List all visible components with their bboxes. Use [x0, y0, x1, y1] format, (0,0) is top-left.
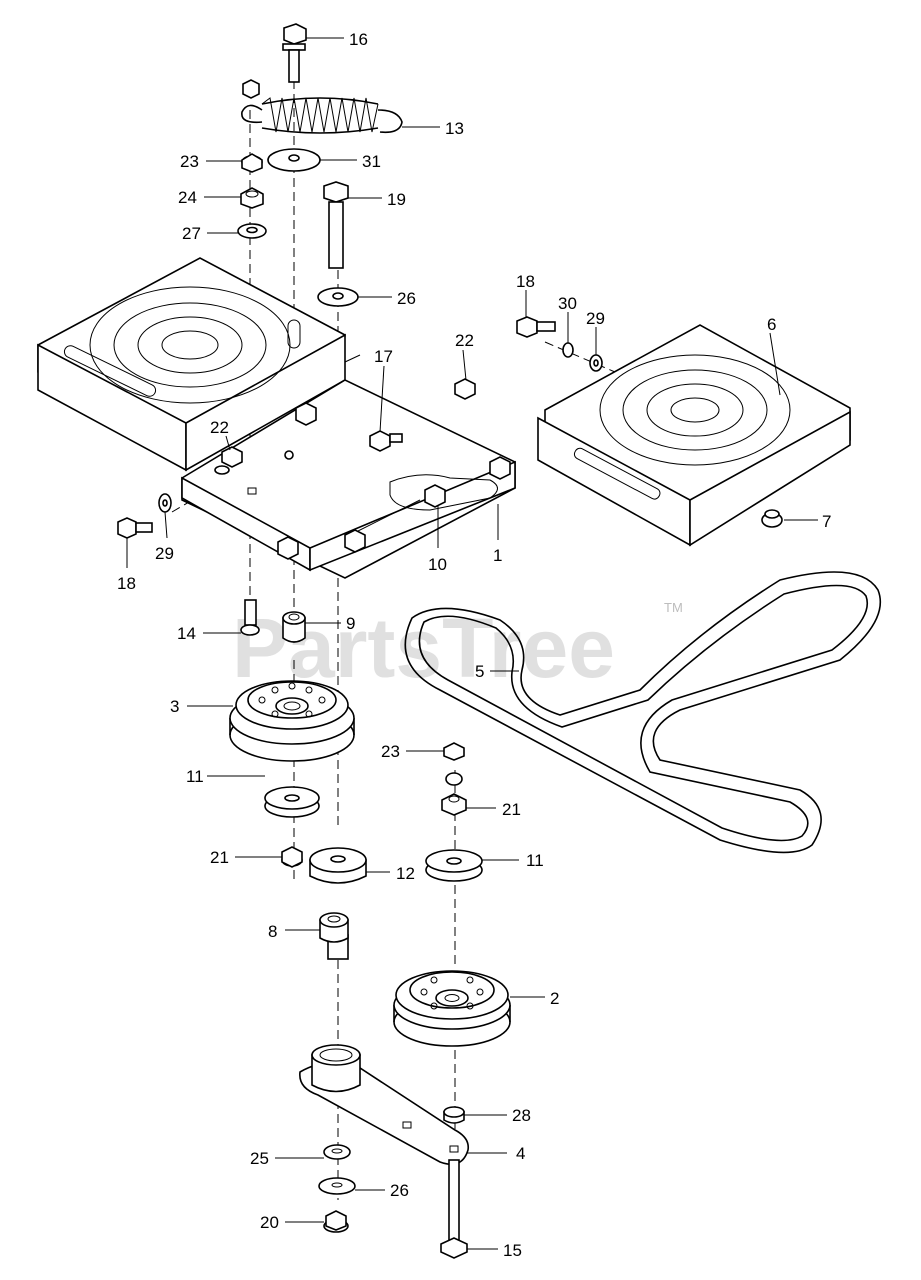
part-22-nut-right[interactable] [454, 378, 476, 400]
part-24-nut[interactable] [240, 187, 264, 209]
callout-11-right: 11 [526, 851, 544, 870]
part-8-shoulder-spacer[interactable] [319, 912, 349, 960]
callout-27: 27 [182, 224, 201, 243]
part-23-locknut-upper[interactable] [241, 153, 263, 173]
callout-29-left: 29 [155, 544, 174, 563]
callout-31: 31 [362, 152, 381, 171]
part-9-spacer[interactable] [282, 611, 306, 643]
callout-6: 6 [767, 315, 776, 334]
callout-8: 8 [268, 922, 277, 941]
callout-16: 16 [349, 30, 368, 49]
part-5-drive-belt[interactable] [404, 571, 882, 854]
part-29-washer-right[interactable] [589, 354, 603, 372]
part-30-lock-washer[interactable] [562, 342, 574, 358]
part-26-washer-upper[interactable] [317, 287, 359, 307]
callout-11-left: 11 [186, 767, 204, 786]
part-14-stud[interactable] [240, 599, 260, 636]
part-18-bolt-left[interactable] [117, 517, 153, 539]
part-17-bolt[interactable] [369, 430, 403, 452]
callout-23: 23 [180, 152, 199, 171]
callout-28: 28 [512, 1106, 531, 1125]
callout-10: 10 [428, 555, 447, 574]
part-21-nut-left[interactable] [281, 846, 303, 868]
part-13-spring[interactable] [241, 97, 403, 134]
part-2-idler-pulley[interactable] [393, 970, 511, 1047]
part-19-bolt[interactable] [323, 181, 349, 269]
part-18-bolt-right[interactable] [516, 316, 556, 338]
callout-22-left: 22 [210, 418, 229, 437]
callout-14: 14 [177, 624, 196, 643]
part-26-washer-lower[interactable] [318, 1177, 356, 1195]
part-left-belt-guard[interactable] [37, 257, 346, 472]
callout-26: 26 [397, 289, 416, 308]
part-22-nut-left[interactable] [214, 446, 243, 475]
part-11-bushing-left[interactable] [264, 786, 320, 818]
callout-18-right: 18 [516, 272, 535, 291]
callout-29-right: 29 [586, 309, 605, 328]
part-28-spacer[interactable] [443, 1106, 465, 1124]
callout-1: 1 [493, 546, 502, 565]
part-6-right-belt-guard[interactable] [537, 324, 851, 547]
callout-15: 15 [503, 1241, 522, 1260]
callout-labels: 16 13 23 31 24 19 27 26 18 30 29 6 22 17… [117, 30, 831, 1260]
callout-3: 3 [170, 697, 179, 716]
callout-5: 5 [475, 662, 484, 681]
callout-19: 19 [387, 190, 406, 209]
callout-26-lower: 26 [390, 1181, 409, 1200]
callout-20: 20 [260, 1213, 279, 1232]
callout-4: 4 [516, 1144, 525, 1163]
callout-18-left: 18 [117, 574, 136, 593]
callout-25: 25 [250, 1149, 269, 1168]
trademark-symbol: TM [664, 600, 683, 615]
callout-leader-lines [126, 37, 818, 1250]
part-21-nut-right[interactable] [441, 793, 467, 816]
callout-23-lower: 23 [381, 742, 400, 761]
part-16-bolt[interactable] [282, 23, 307, 83]
part-27-washer[interactable] [237, 223, 267, 239]
callout-17: 17 [374, 347, 393, 366]
part-23-locknut-lower[interactable] [443, 742, 465, 786]
part-31-washer[interactable] [267, 148, 321, 172]
callout-7: 7 [822, 512, 831, 531]
part-3-idler-pulley[interactable] [229, 680, 355, 762]
callout-24: 24 [178, 188, 197, 207]
callout-21-right: 21 [502, 800, 521, 819]
part-10-bolt[interactable] [424, 484, 446, 508]
callout-21-left: 21 [210, 848, 229, 867]
part-11-bushing-right[interactable] [425, 849, 483, 882]
callout-30: 30 [558, 294, 577, 313]
part-25-washer[interactable] [323, 1144, 351, 1160]
callout-2: 2 [550, 989, 559, 1008]
part-15-bolt[interactable] [440, 1159, 468, 1259]
part-29-washer-left[interactable] [158, 493, 172, 513]
part-4-idler-arm[interactable] [299, 1044, 470, 1166]
callout-9: 9 [346, 614, 355, 633]
callout-22-right: 22 [455, 331, 474, 350]
part-12-spacer[interactable] [309, 847, 367, 884]
part-bracket-nut-lower[interactable] [277, 402, 511, 560]
part-spring-top-nut[interactable] [242, 79, 260, 99]
part-20-flange-nut[interactable] [323, 1210, 349, 1233]
part-7-nut[interactable] [761, 509, 783, 528]
callout-13: 13 [445, 119, 464, 138]
callout-12: 12 [396, 864, 415, 883]
